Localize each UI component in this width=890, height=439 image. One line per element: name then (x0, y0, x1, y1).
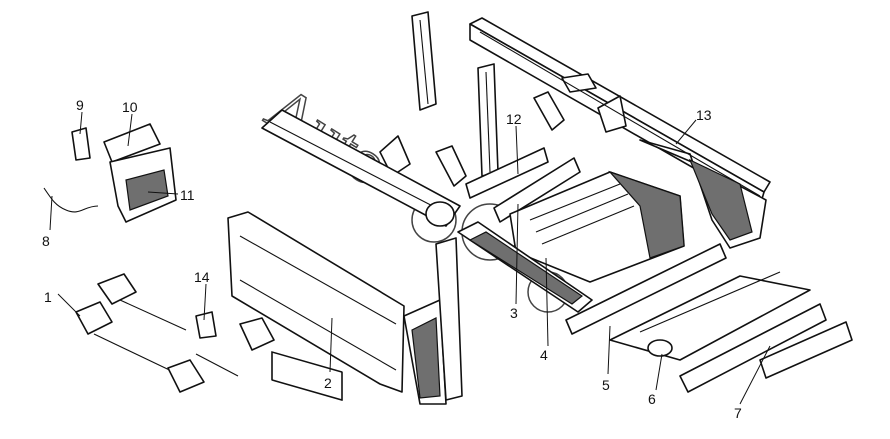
callout-6: 6 (648, 391, 656, 407)
small-brackets (379, 91, 565, 187)
part-3-4-sill (457, 221, 727, 335)
top-vertical-post (411, 11, 437, 111)
part-12-rails (465, 147, 581, 223)
callout-3: 3 (510, 305, 518, 321)
fuel-tank (509, 170, 685, 283)
callout-11: 11 (180, 187, 195, 203)
callout-8: 8 (42, 233, 50, 249)
part-2-rear-panel (227, 211, 405, 401)
callout-2: 2 (324, 375, 332, 391)
callout-10: 10 (122, 99, 138, 115)
part-6-7-floor (609, 271, 853, 393)
center-pillar (477, 63, 499, 177)
callout-14: 14 (194, 269, 210, 285)
callout-5: 5 (602, 377, 610, 393)
callout-13: 13 (696, 107, 712, 123)
callout-1: 1 (44, 289, 52, 305)
callout-9: 9 (76, 97, 84, 113)
upper-cross-beam (261, 109, 461, 227)
callout-4: 4 (540, 347, 548, 363)
parts-8-11 (43, 123, 177, 223)
callout-12: 12 (506, 111, 522, 127)
callouts: 1 2 3 4 5 6 7 8 9 10 11 12 13 14 (42, 97, 742, 421)
corner-post (403, 237, 463, 405)
leader-lines (49, 111, 771, 405)
part-13-upper-side-rail (469, 17, 771, 249)
part-14-bracket (195, 311, 275, 377)
callout-7: 7 (734, 405, 742, 421)
part-1-arms (75, 273, 205, 393)
